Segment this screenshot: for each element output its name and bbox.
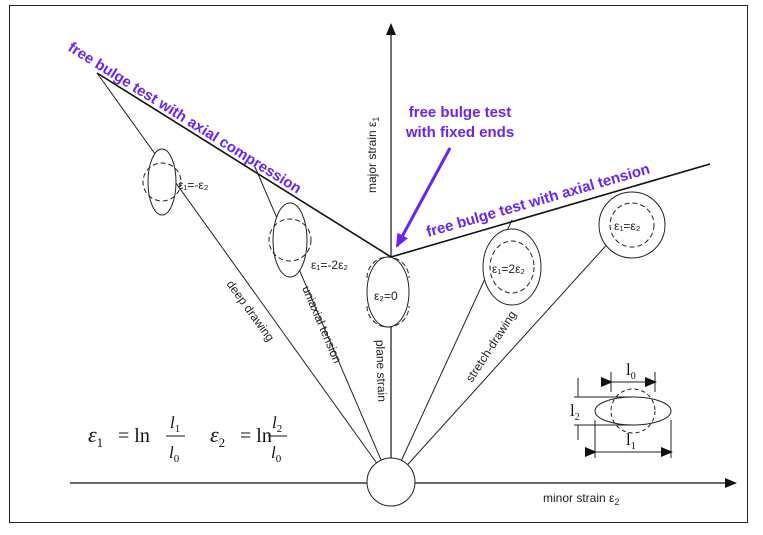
ellipse-label-e2-zero: ε₂=0	[374, 289, 398, 303]
ellipse-uniaxial	[268, 202, 312, 278]
x-axis-label: minor strain ε2	[543, 491, 619, 507]
inset-label-l2: l2	[570, 401, 580, 423]
inset-dimension-sketch	[574, 372, 673, 458]
annotation-fixed-ends-line1: free bulge test	[409, 104, 512, 121]
svg-text:l0: l0	[271, 443, 282, 465]
svg-text:ε2: ε2	[210, 422, 225, 450]
ellipse-deep-drawing	[142, 148, 182, 216]
annotation-axial-compression: free bulge test with axial compression	[65, 39, 304, 197]
inset-label-l0: l0	[626, 360, 636, 382]
diagram-frame	[9, 5, 748, 523]
circle-equibiaxial	[598, 191, 666, 259]
ellipse-stretch	[482, 228, 542, 306]
svg-text:l1: l1	[170, 413, 180, 435]
annotation-arrow	[395, 147, 452, 248]
svg-text:= ln: = ln	[240, 425, 272, 447]
ellipse-label-e1-neg-e2: ε₁=-ε₂	[178, 178, 209, 192]
svg-text:l0: l0	[169, 443, 180, 465]
path-line-deep-drawing	[96, 72, 392, 484]
inset-label-l1: l1	[626, 430, 636, 452]
y-axis-label: major strain ε1	[365, 117, 381, 193]
path-label-plane-strain: plane strain	[373, 340, 389, 402]
svg-text:l2: l2	[272, 413, 282, 435]
ellipse-label-e1-e2: ε₁=ε₂	[614, 219, 641, 233]
svg-text:ε1: ε1	[88, 422, 103, 450]
ellipse-label-e1-2e2: ε₁=2ε₂	[492, 262, 525, 276]
origin-circle	[366, 457, 416, 507]
ellipse-plane-strain	[366, 256, 410, 328]
path-label-uniaxial-tension: uniaxial tension	[299, 284, 344, 366]
svg-text:= ln: = ln	[118, 425, 150, 447]
path-line-stretch-drawing	[390, 207, 641, 484]
annotation-fixed-ends-line2: with fixed ends	[405, 124, 514, 141]
strain-formula: ε1 = ln l1 l0 ε2 = ln l2 l0	[88, 413, 287, 465]
ellipse-label-e1-neg-2e2: ε₁=-2ε₂	[311, 258, 348, 272]
